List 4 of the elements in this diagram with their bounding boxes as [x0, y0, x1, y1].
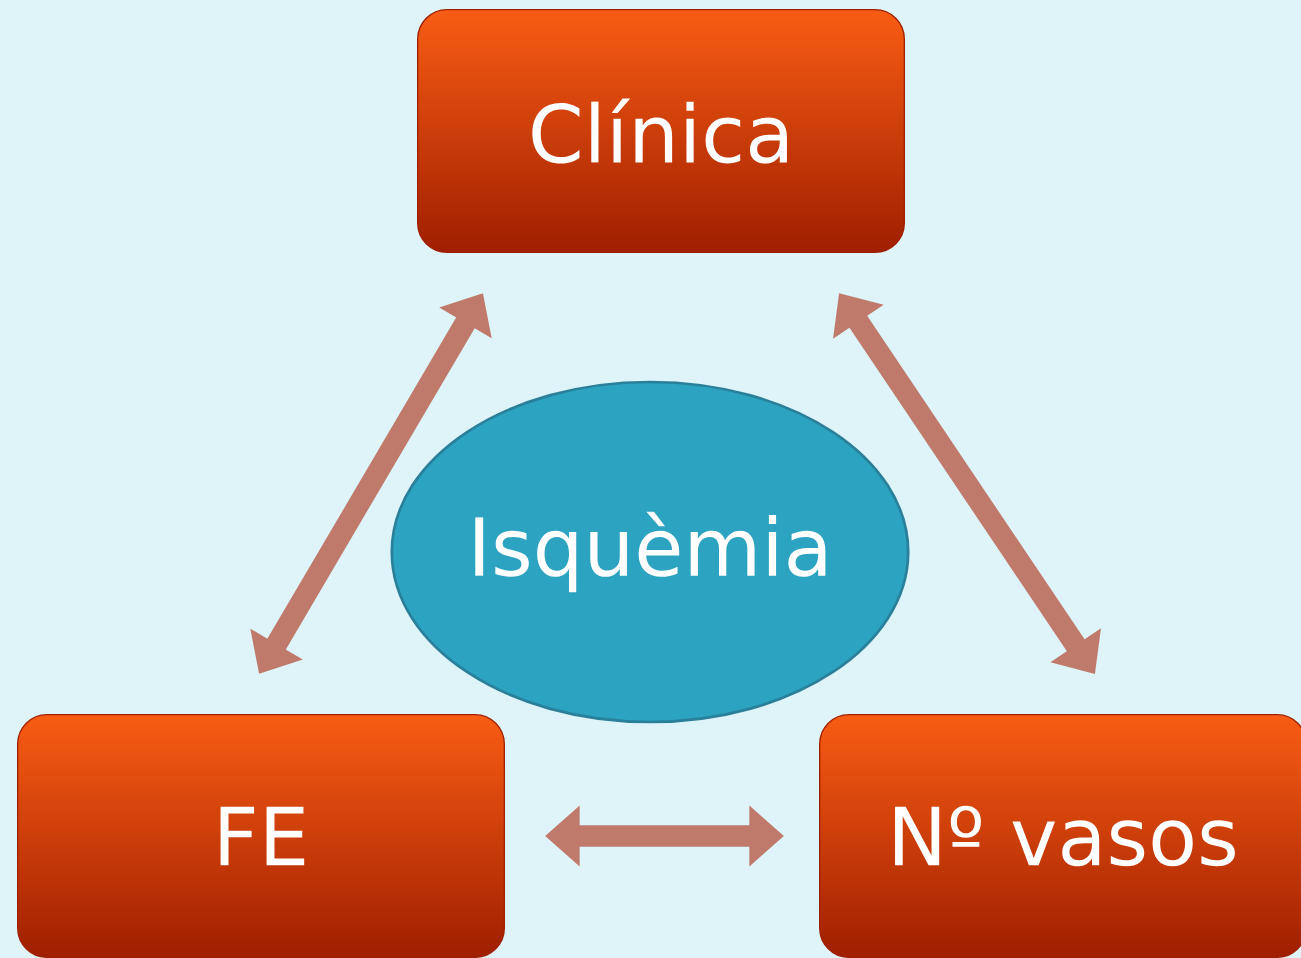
- process-box: FE: [17, 714, 505, 958]
- process-box: Nº vasos: [819, 714, 1301, 958]
- process-box: Clínica: [417, 9, 905, 253]
- ellipse-node: Isquèmia: [390, 380, 910, 724]
